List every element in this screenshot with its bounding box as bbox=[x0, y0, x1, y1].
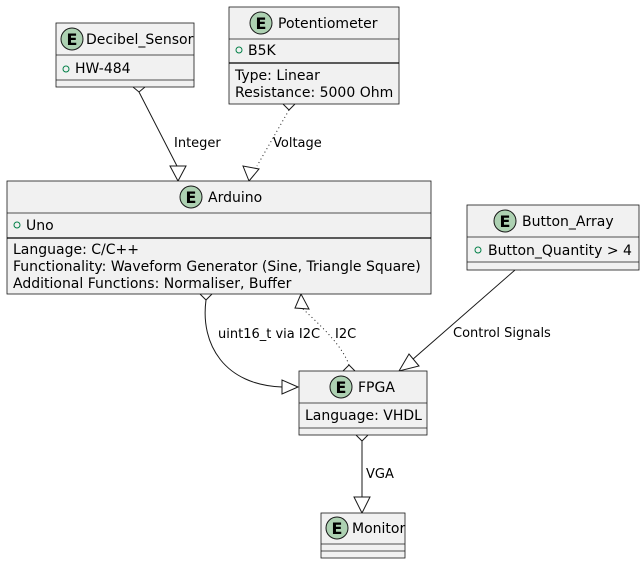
edge-label-integer: Integer bbox=[174, 136, 221, 151]
entity-decibel-sensor: E Decibel_Sensor HW-484 bbox=[55, 22, 195, 88]
svg-text:E: E bbox=[67, 30, 78, 49]
entity-title: Monitor bbox=[352, 521, 405, 537]
entity-badge-icon bbox=[325, 516, 349, 540]
edge-label-uint16-via-i2c: uint16_t via I2C bbox=[218, 327, 320, 342]
entity-title: Arduino bbox=[208, 190, 262, 206]
entity-detail: Type: Linear bbox=[234, 68, 320, 84]
public-visibility-icon bbox=[13, 221, 21, 229]
svg-text:E: E bbox=[332, 519, 343, 538]
entity-attribute: Button_Quantity > 4 bbox=[488, 243, 632, 259]
entity-badge-icon bbox=[60, 27, 84, 51]
entity-attribute: B5K bbox=[248, 43, 277, 59]
entity-arduino: E Arduino Uno Language: C/C++ Functional… bbox=[6, 180, 432, 295]
public-visibility-icon bbox=[62, 65, 70, 73]
edge-fpga-to-monitor: VGA bbox=[353, 434, 394, 515]
edge-arduino-to-fpga: uint16_t via I2C bbox=[199, 293, 320, 395]
public-visibility-icon bbox=[235, 46, 243, 54]
entity-badge-icon bbox=[329, 375, 353, 399]
entity-title: Potentiometer bbox=[278, 16, 378, 32]
edge-label-voltage: Voltage bbox=[273, 136, 322, 151]
entity-detail: Language: C/C++ bbox=[13, 242, 139, 258]
svg-text:E: E bbox=[186, 188, 197, 207]
edge-pot-to-arduino: Voltage bbox=[242, 103, 322, 182]
svg-text:E: E bbox=[256, 14, 267, 33]
edge-fpga-to-arduino: I2C bbox=[294, 292, 356, 372]
public-visibility-icon bbox=[474, 246, 482, 254]
edge-decibel-to-arduino: Integer bbox=[132, 86, 221, 183]
entity-title: FPGA bbox=[358, 380, 395, 396]
edge-label-vga: VGA bbox=[366, 467, 394, 482]
edge-label-i2c: I2C bbox=[335, 327, 356, 342]
svg-text:E: E bbox=[500, 212, 511, 231]
entity-potentiometer: E Potentiometer B5K Type: Linear Resista… bbox=[228, 6, 400, 105]
entity-fpga: E FPGA Language: VHDL bbox=[298, 370, 428, 436]
entity-attribute: HW-484 bbox=[75, 61, 131, 77]
entity-badge-icon bbox=[493, 209, 517, 233]
entity-detail: Additional Functions: Normaliser, Buffer bbox=[13, 276, 292, 292]
entity-title: Decibel_Sensor bbox=[86, 32, 194, 48]
entity-detail: Language: VHDL bbox=[305, 408, 422, 424]
entity-title: Button_Array bbox=[522, 214, 614, 230]
entity-badge-icon bbox=[249, 11, 273, 35]
entity-detail: Resistance: 5000 Ohm bbox=[235, 85, 393, 101]
edge-label-control-signals: Control Signals bbox=[453, 326, 551, 341]
entity-attribute: Uno bbox=[26, 218, 54, 234]
entity-badge-icon bbox=[179, 185, 203, 209]
entity-monitor: E Monitor bbox=[320, 512, 405, 559]
entity-detail: Functionality: Waveform Generator (Sine,… bbox=[13, 259, 421, 275]
entity-button-array: E Button_Array Button_Quantity > 4 bbox=[466, 204, 640, 271]
svg-text:E: E bbox=[336, 378, 347, 397]
